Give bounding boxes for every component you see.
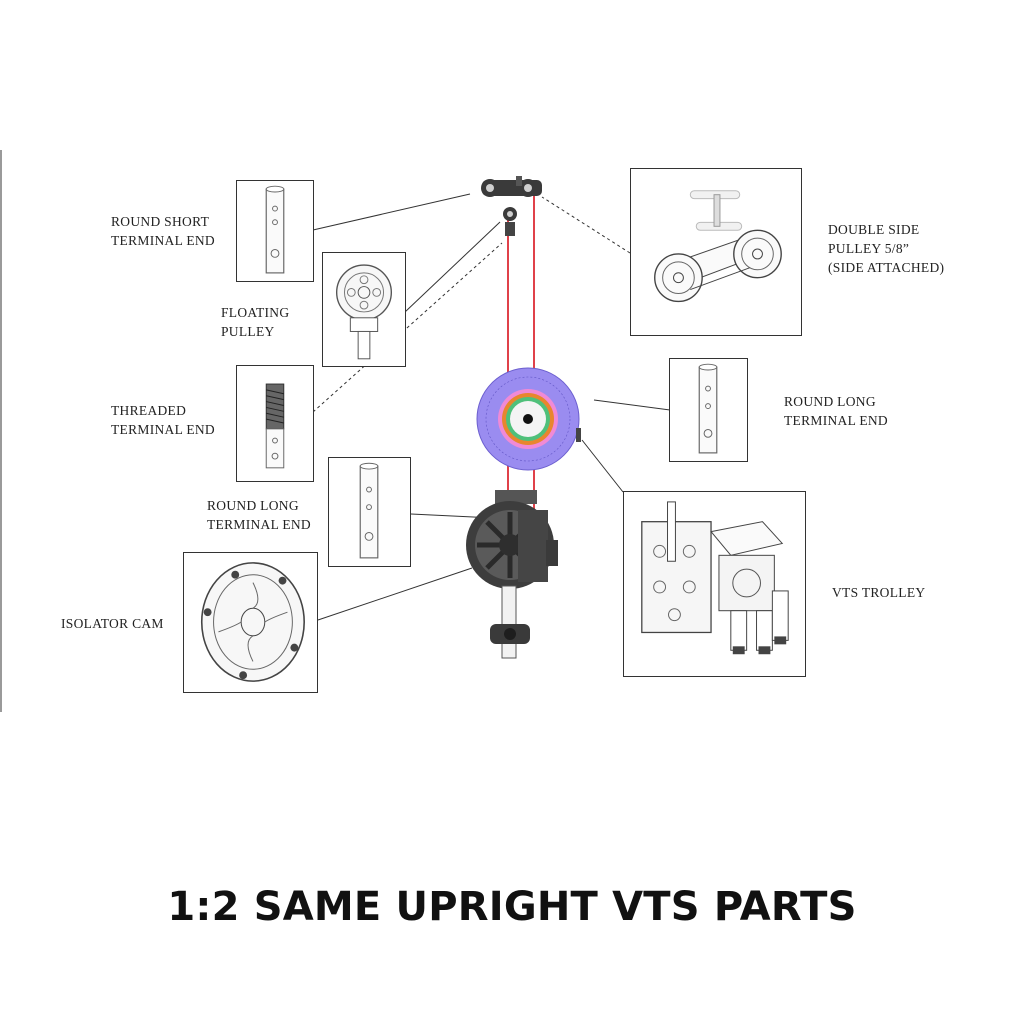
label-floating-pulley: FLOATING PULLEY — [221, 303, 289, 341]
label-line: PULLEY 5/8” — [828, 241, 910, 256]
top-double-pulley — [481, 176, 542, 236]
thumb-round-long-terminal-right — [669, 358, 748, 462]
vts-trolley-icon — [641, 501, 789, 655]
thumb-isolator-cam — [183, 552, 318, 693]
label-line: FLOATING — [221, 305, 290, 320]
label-double-side-pulley: DOUBLE SIDE PULLEY 5/8” (SIDE ATTACHED) — [828, 220, 944, 277]
leader-threaded — [312, 242, 503, 413]
leader-isolator-cam — [317, 567, 473, 621]
thumb-double-side-pulley — [630, 168, 802, 336]
label-line: ROUND LONG — [207, 498, 299, 513]
page-caption: 1:2 SAME UPRIGHT VTS PARTS — [167, 884, 857, 930]
double-side-pulley-icon — [654, 190, 782, 303]
label-line: TERMINAL END — [111, 422, 215, 437]
trolley-assembly — [466, 490, 558, 659]
thumb-vts-trolley — [623, 491, 806, 677]
label-line: ISOLATOR CAM — [61, 616, 164, 631]
threaded-terminal-icon — [265, 383, 285, 469]
leader-lines — [312, 193, 671, 621]
leader-floating-pulley — [404, 221, 501, 313]
thumb-threaded-terminal — [236, 365, 314, 482]
label-line: DOUBLE SIDE — [828, 222, 920, 237]
leader-round-short — [312, 193, 471, 231]
thumb-round-long-terminal-left — [328, 457, 411, 567]
label-round-short-terminal-end: ROUND SHORT TERMINAL END — [111, 212, 215, 250]
label-line: TERMINAL END — [784, 413, 888, 428]
label-line: PULLEY — [221, 324, 275, 339]
label-line: THREADED — [111, 403, 187, 418]
label-line: ROUND LONG — [784, 394, 876, 409]
label-round-long-terminal-end-right: ROUND LONG TERMINAL END — [784, 392, 888, 430]
floating-pulley-icon — [335, 264, 393, 360]
round-long-terminal-icon — [698, 363, 718, 454]
round-long-terminal-icon — [359, 462, 379, 559]
leader-round-long-right — [593, 399, 671, 411]
label-vts-trolley: VTS TROLLEY — [832, 583, 925, 602]
thumb-round-short-terminal — [236, 180, 314, 282]
label-line: ROUND SHORT — [111, 214, 210, 229]
left-border-rule — [0, 150, 2, 712]
label-line: TERMINAL END — [111, 233, 215, 248]
label-round-long-terminal-end-left: ROUND LONG TERMINAL END — [207, 496, 311, 534]
label-line: TERMINAL END — [207, 517, 311, 532]
label-line: VTS TROLLEY — [832, 585, 926, 600]
thumb-floating-pulley — [322, 252, 406, 367]
label-isolator-cam: ISOLATOR CAM — [61, 614, 164, 633]
leader-double-side — [541, 196, 631, 254]
label-threaded-terminal-end: THREADED TERMINAL END — [111, 401, 215, 439]
round-short-terminal-icon — [265, 185, 285, 274]
leader-vts-trolley — [581, 439, 624, 493]
label-line: (SIDE ATTACHED) — [828, 260, 945, 275]
weight-disk — [476, 367, 581, 471]
isolator-cam-icon — [200, 562, 305, 682]
